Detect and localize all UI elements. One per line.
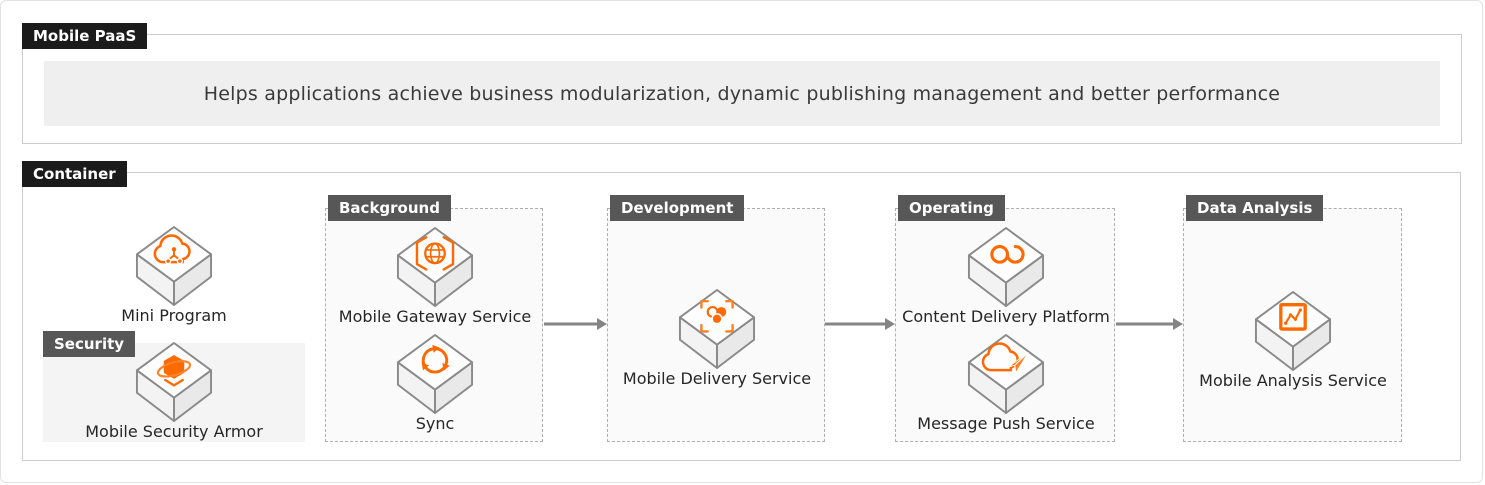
data-analysis-badge: Data Analysis — [1186, 195, 1324, 221]
group-data-analysis: Data Analysis Mobile Analysis Service — [1183, 195, 1402, 442]
service-mobile-gateway: Mobile Gateway Service — [335, 226, 535, 326]
group-operating: Operating Content Delivery Platform — [895, 195, 1115, 442]
service-sync: Sync — [335, 333, 535, 433]
gateway-icon — [396, 227, 474, 307]
mobile-paas-badge: Mobile PaaS — [22, 23, 148, 49]
flow-arrow-development-operating — [825, 318, 895, 330]
group-development: Development Mobile Delivery — [607, 195, 825, 442]
operating-badge: Operating — [898, 195, 1005, 221]
service-label: Mobile Analysis Service — [1199, 371, 1387, 390]
mini-program-icon — [135, 226, 213, 306]
group-background: Background Mobile Gateway Service — [325, 195, 543, 442]
flow-arrow-operating-data-analysis — [1116, 318, 1183, 330]
service-label: Mobile Delivery Service — [622, 369, 812, 388]
service-mobile-security-armor: Mobile Security Armor — [74, 341, 274, 441]
background-badge: Background — [328, 195, 451, 221]
content-delivery-icon — [967, 227, 1045, 307]
container-panel: Container Mini Program Security — [22, 161, 1461, 461]
service-label: Mini Program — [121, 306, 227, 325]
development-badge: Development — [610, 195, 745, 221]
security-badge: Security — [43, 331, 136, 357]
service-content-delivery: Content Delivery Platform — [902, 226, 1110, 326]
analysis-icon — [1254, 291, 1332, 371]
service-mini-program: Mini Program — [74, 225, 274, 325]
sync-icon — [396, 334, 474, 414]
service-label: Sync — [415, 414, 455, 433]
flow-arrow-background-development — [544, 318, 607, 330]
service-label: Message Push Service — [917, 414, 1095, 433]
service-message-push: Message Push Service — [906, 333, 1106, 433]
message-push-icon — [967, 334, 1045, 414]
security-armor-icon — [135, 342, 213, 422]
service-label: Content Delivery Platform — [902, 307, 1110, 326]
service-mobile-analysis: Mobile Analysis Service — [1193, 290, 1393, 390]
service-label: Mobile Security Armor — [85, 422, 263, 441]
mobile-paas-panel: Mobile PaaS Helps applications achieve b… — [22, 23, 1462, 144]
container-badge: Container — [22, 161, 127, 187]
service-label: Mobile Gateway Service — [338, 307, 532, 326]
service-mobile-delivery: Mobile Delivery Service — [617, 288, 817, 388]
mobile-paas-description: Helps applications achieve business modu… — [44, 61, 1440, 126]
delivery-icon — [678, 289, 756, 369]
